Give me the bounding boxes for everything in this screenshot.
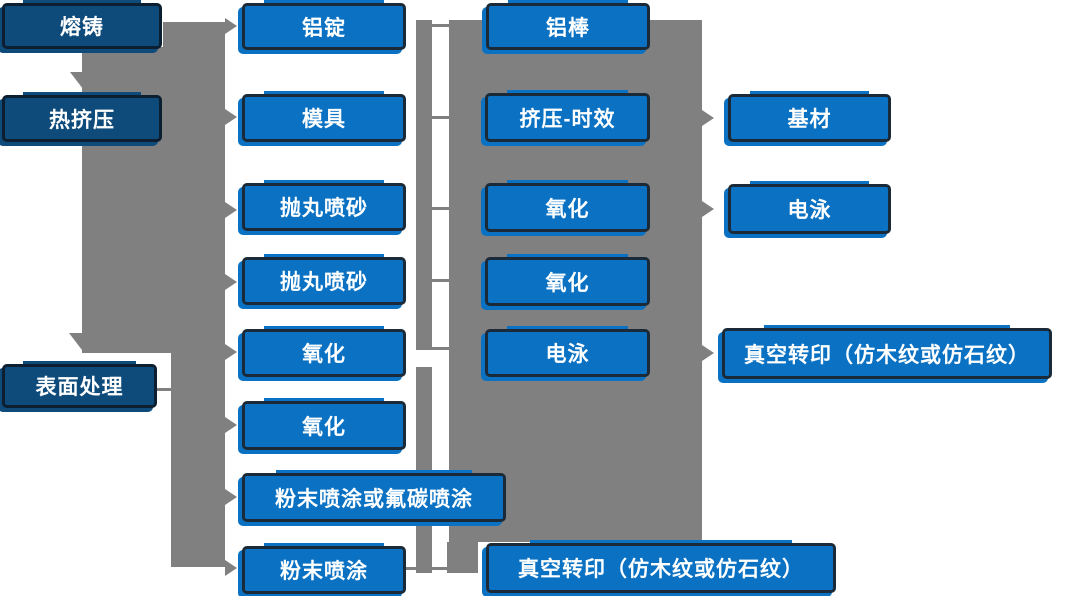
node-oxidation-2: 氧化	[242, 398, 406, 450]
tick-row4-icon	[432, 279, 450, 282]
arrowhead-to-oxidation-2-icon	[225, 417, 237, 433]
connector-left-lower-bar	[171, 353, 225, 567]
arrowhead-to-powder-coating-icon	[225, 560, 237, 576]
node-aluminum-ingot: 铝锭	[242, 0, 406, 50]
arrowhead-to-surface-treatment-icon	[69, 333, 95, 350]
node-vacuum-transfer-right: 真空转印（仿木纹或仿石纹）	[722, 325, 1052, 379]
arrowhead-to-base-material-icon	[702, 110, 714, 126]
tick-row5-icon	[432, 347, 450, 350]
node-aluminum-rod: 铝棒	[486, 0, 650, 50]
connector-mid-bar-upper	[416, 20, 432, 350]
node-base-material: 基材	[728, 91, 891, 142]
node-oxidation-4: 氧化	[485, 254, 650, 306]
tick-row8-left-icon	[406, 567, 416, 570]
node-mold: 模具	[242, 91, 406, 142]
arrowhead-to-powder-fluorocarbon-icon	[225, 489, 237, 505]
tick-row8-right-icon	[432, 567, 447, 570]
tick-row2-icon	[432, 116, 450, 119]
arrowhead-to-electrophoresis-2-icon	[702, 201, 714, 217]
arrowhead-to-shot-blast-1-icon	[225, 202, 237, 218]
node-hot-extrusion: 热挤压	[2, 92, 162, 142]
arrowhead-to-shot-blast-2-icon	[225, 274, 237, 290]
node-electrophoresis-2: 电泳	[728, 181, 891, 234]
node-electrophoresis-1: 电泳	[485, 326, 650, 377]
node-extrusion-aging: 挤压-时效	[485, 90, 650, 142]
arrowhead-to-aluminum-ingot-icon	[225, 18, 237, 34]
tick-surface-treatment-icon	[157, 388, 171, 391]
node-oxidation-3: 氧化	[485, 180, 650, 232]
arrowhead-to-oxidation-1-icon	[225, 344, 237, 360]
node-shot-blast-1: 抛丸喷砂	[242, 180, 406, 231]
tick-row1-icon	[432, 24, 450, 27]
node-melting-casting: 熔铸	[2, 0, 162, 49]
connector-top-band	[163, 22, 225, 48]
node-oxidation-1: 氧化	[242, 326, 406, 377]
tick-row3-icon	[432, 207, 450, 210]
arrowhead-to-vacuum-transfer-right-icon	[702, 345, 714, 361]
connector-block-foot	[447, 542, 478, 573]
arrowhead-to-hot-extrusion-icon	[70, 72, 96, 89]
node-vacuum-transfer-bottom: 真空转印（仿木纹或仿石纹）	[486, 540, 836, 593]
node-shot-blast-2: 抛丸喷砂	[242, 254, 406, 305]
arrowhead-to-mold-icon	[225, 109, 237, 125]
node-powder-coating: 粉末喷涂	[242, 543, 406, 594]
node-surface-treatment: 表面处理	[2, 361, 157, 408]
node-powder-fluorocarbon: 粉末喷涂或氟碳喷涂	[242, 470, 506, 522]
